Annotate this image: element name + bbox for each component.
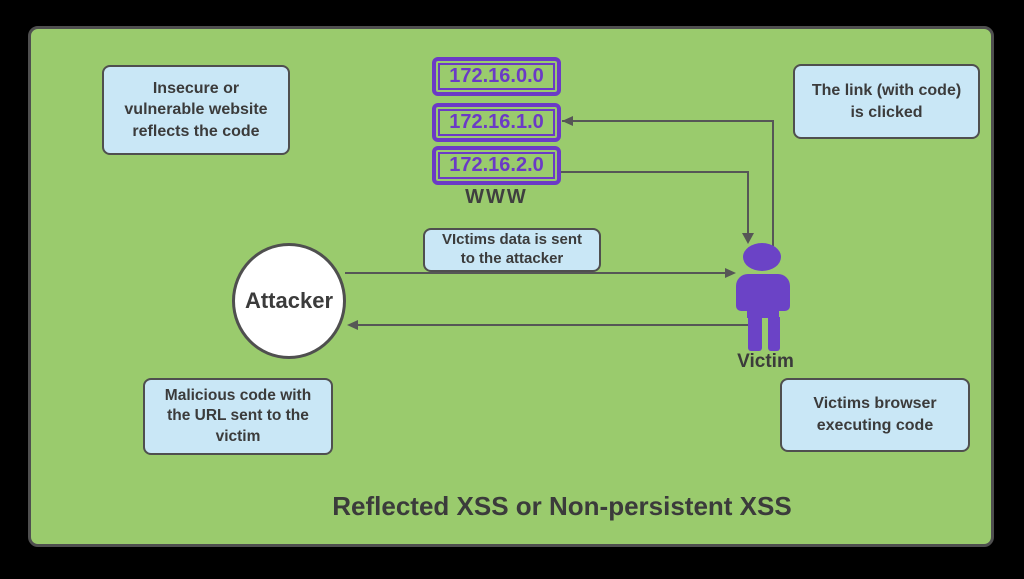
note-victims-data-text: VIctims data is sent to the attacker — [441, 231, 583, 267]
person-icon-left-leg — [748, 317, 762, 351]
attacker-node: Attacker — [232, 243, 346, 359]
arrowhead-into-server-icon — [562, 116, 573, 126]
server-ip-2-text: 172.16.1.0 — [449, 111, 544, 133]
connector-victim-to-attacker — [357, 324, 750, 326]
arrowhead-at-attacker-icon — [347, 320, 358, 330]
server-ip-1-text: 172.16.0.0 — [449, 65, 544, 87]
server-ip-box-3: 172.16.2.0 — [432, 146, 561, 185]
note-victims-browser-text: Victims browser executing code — [813, 395, 937, 434]
connector-server-to-victim-vertical — [747, 171, 749, 235]
arrowhead-at-victim-icon — [725, 268, 736, 278]
server-ip-3-text: 172.16.2.0 — [449, 154, 544, 176]
note-insecure-website: Insecure or vulnerable website reflects … — [102, 65, 290, 155]
note-malicious-code-text: Malicious code with the URL sent to the … — [164, 387, 312, 445]
person-icon-right-leg — [768, 317, 780, 351]
person-icon — [736, 243, 790, 351]
diagram-title: Reflected XSS or Non-persistent XSS — [332, 491, 792, 521]
connector-server-to-victim-horizontal — [561, 171, 749, 173]
note-link-clicked-text: The link (with code) is clicked — [811, 81, 962, 121]
connector-victim-to-server-horizontal — [562, 120, 774, 122]
connector-attacker-to-victim — [345, 272, 726, 274]
server-ip-box-2: 172.16.1.0 — [432, 103, 561, 142]
attacker-label: Attacker — [244, 288, 334, 313]
note-insecure-website-text: Insecure or vulnerable website reflects … — [124, 79, 268, 140]
person-icon-head — [743, 243, 781, 271]
note-link-clicked: The link (with code) is clicked — [793, 64, 980, 139]
person-icon-lower-torso — [747, 295, 779, 318]
server-ip-box-1: 172.16.0.0 — [432, 57, 561, 96]
arrowhead-into-victim-icon — [742, 233, 754, 244]
connector-victim-to-server-vertical — [772, 120, 774, 265]
note-victims-data: VIctims data is sent to the attacker — [423, 228, 601, 272]
www-label: WWW — [465, 186, 528, 208]
victim-label: Victim — [737, 351, 794, 372]
note-malicious-code: Malicious code with the URL sent to the … — [143, 378, 333, 455]
note-victims-browser: Victims browser executing code — [780, 378, 970, 452]
